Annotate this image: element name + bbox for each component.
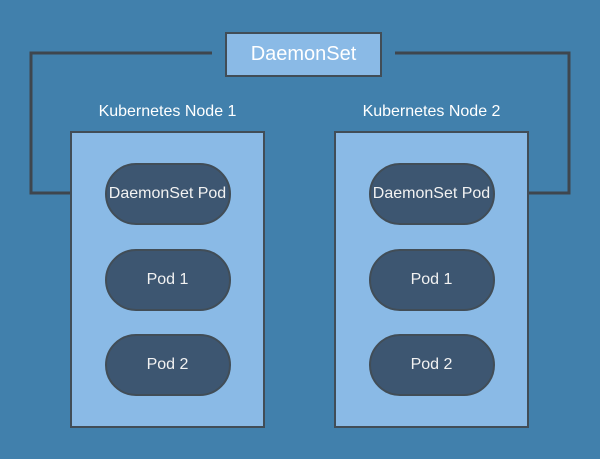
node2-daemonset-pod-label: DaemonSet Pod [372,185,491,202]
daemonset-box: DaemonSet [225,32,382,77]
node1-pod-1: Pod 1 [104,249,231,311]
node2-pod-1: Pod 1 [368,249,495,311]
node1-box: DaemonSet Pod Pod 1 Pod 2 [70,131,265,428]
node1-daemonset-pod-label: DaemonSet Pod [108,185,227,202]
node1-pod-2: Pod 2 [104,334,231,396]
node2-pod-1-label: Pod 1 [410,271,453,288]
node1-title: Kubernetes Node 1 [98,103,237,120]
node2-box: DaemonSet Pod Pod 1 Pod 2 [334,131,529,428]
node2-daemonset-pod: DaemonSet Pod [368,163,495,225]
node2-pod-2-label: Pod 2 [410,356,453,373]
node2-title: Kubernetes Node 2 [362,103,501,120]
daemonset-box-label: DaemonSet [250,43,357,65]
node1-pod-1-label: Pod 1 [146,271,189,288]
node2-pod-2: Pod 2 [368,334,495,396]
node1-pod-2-label: Pod 2 [146,356,189,373]
node1-daemonset-pod: DaemonSet Pod [104,163,231,225]
